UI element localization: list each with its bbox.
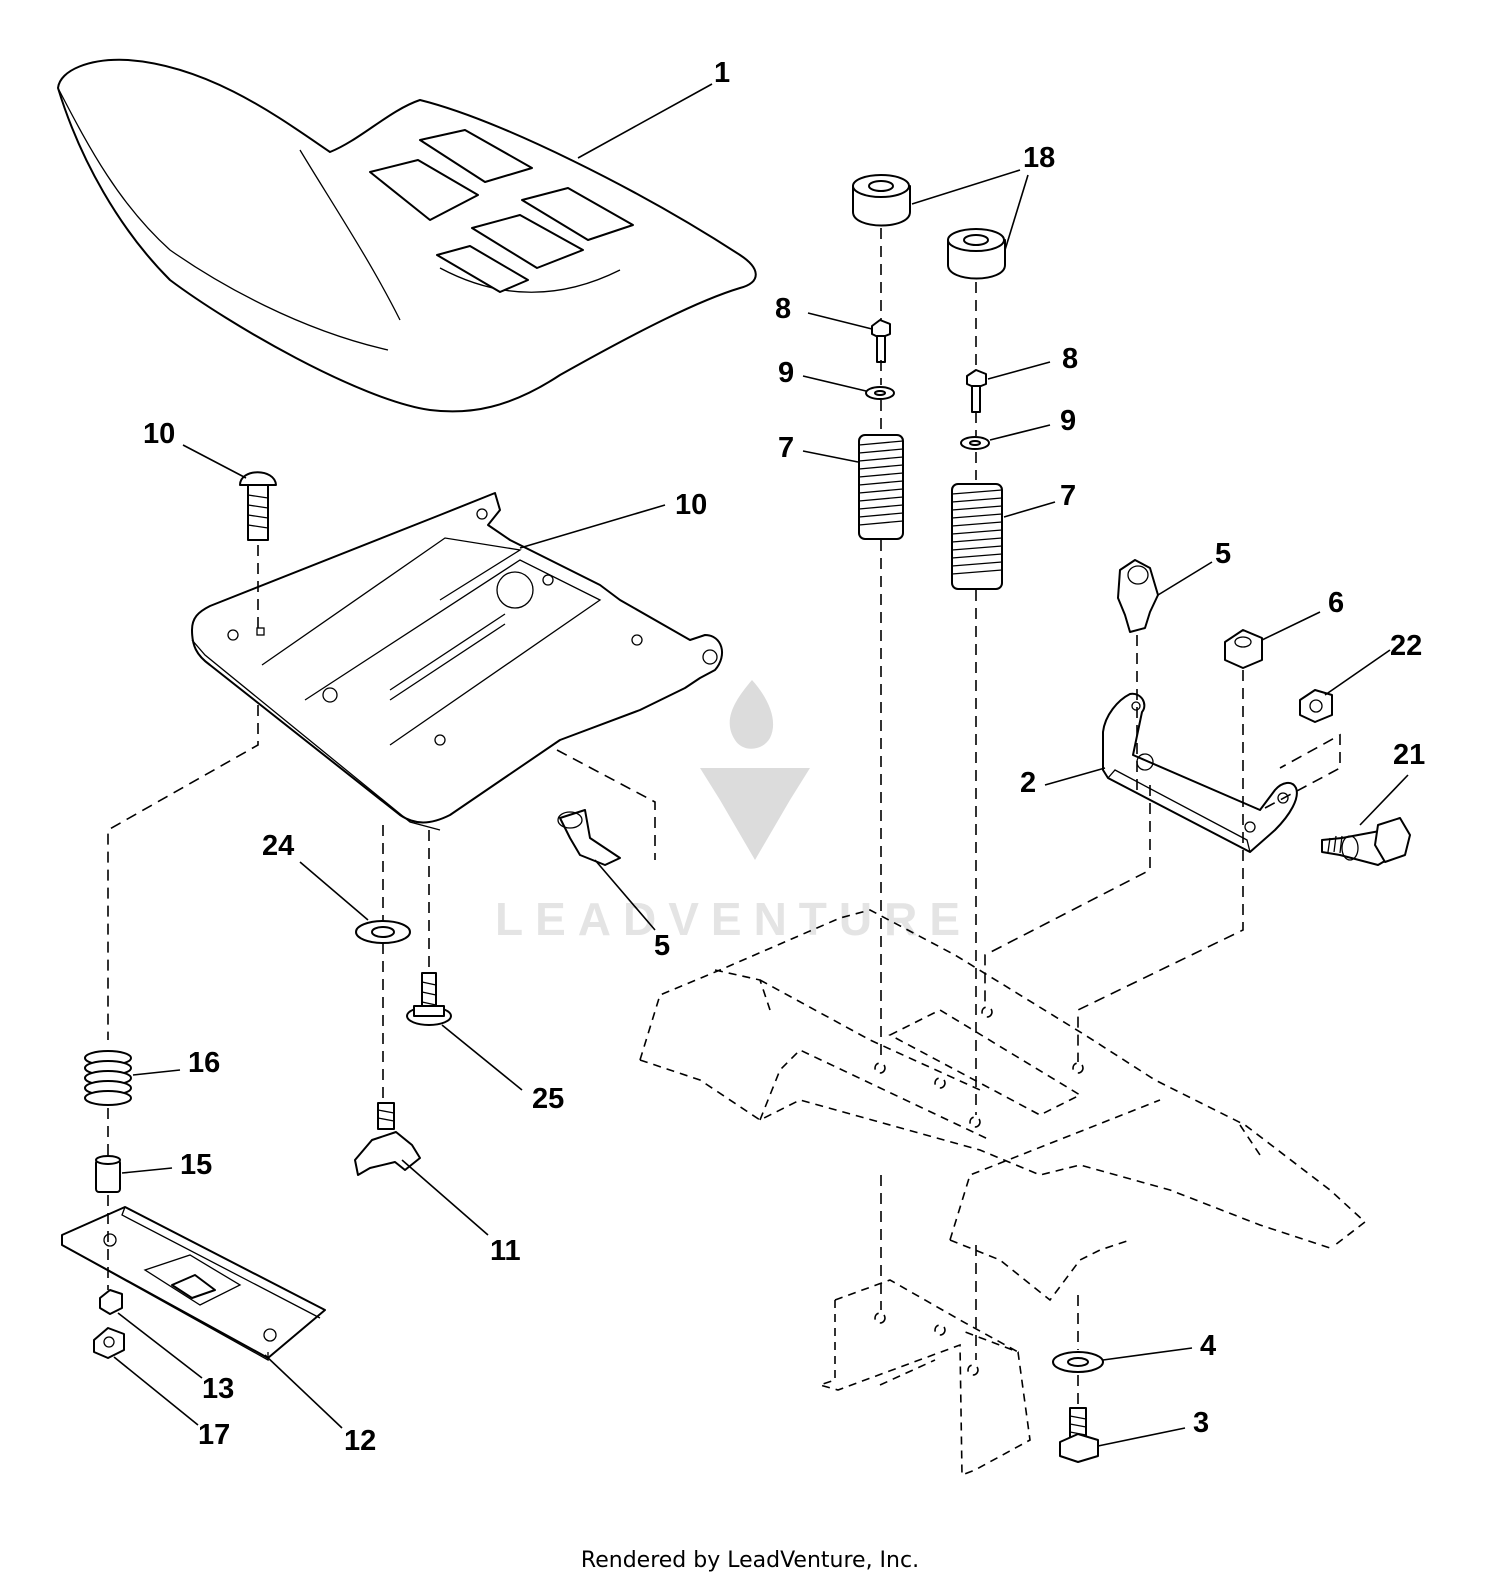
nut-17: 17 <box>93 1327 230 1451</box>
watermark-logo: LEADVENTURE <box>495 680 972 945</box>
assembly-lines <box>107 228 1341 1405</box>
bolt-25: 25 <box>406 972 564 1115</box>
carriage-bolt-14: 10 <box>143 418 277 541</box>
callout-3: 3 <box>1193 1407 1209 1439</box>
callout-21: 21 <box>1393 739 1425 771</box>
callout-11: 11 <box>490 1235 521 1267</box>
bolt-3: 3 <box>1059 1407 1209 1463</box>
bolt-21: 21 <box>1321 739 1425 866</box>
callout-13: 13 <box>202 1373 234 1405</box>
callout-25: 25 <box>532 1083 564 1115</box>
knob-11: 11 <box>354 1102 521 1267</box>
tractor-frame-outline <box>639 909 1367 1302</box>
callout-22: 22 <box>1390 630 1422 662</box>
washer-24: 24 <box>262 830 411 944</box>
washer-9-right: 9 <box>960 405 1076 450</box>
bracket-2: 2 <box>1020 692 1298 853</box>
seat-pan-part: 10 <box>191 489 724 831</box>
clip-5-left: 5 <box>557 809 670 962</box>
callout-7-left: 7 <box>778 432 794 464</box>
bushing-18-left <box>852 174 911 227</box>
nut-22: 22 <box>1299 630 1422 723</box>
nut-13: 13 <box>99 1289 234 1405</box>
callout-9-right: 9 <box>1060 405 1076 437</box>
callout-1: 1 <box>714 57 730 89</box>
spring-7-left: 7 <box>778 432 904 540</box>
callout-12: 12 <box>344 1425 376 1457</box>
callout-4: 4 <box>1200 1330 1216 1362</box>
nut-6: 6 <box>1224 587 1344 669</box>
seat-part: 1 <box>57 57 757 413</box>
bushing-18-right <box>947 228 1006 280</box>
callout-7-right: 7 <box>1060 480 1076 512</box>
bolt-8-left: 8 <box>775 293 891 363</box>
callout-8-right: 8 <box>1062 343 1078 375</box>
callout-18: 18 <box>1023 142 1055 174</box>
bolt-8-right: 8 <box>966 343 1078 413</box>
callout-2: 2 <box>1020 767 1036 799</box>
spring-16: 16 <box>84 1047 220 1106</box>
callout-17: 17 <box>198 1419 230 1451</box>
callout-8-left: 8 <box>775 293 791 325</box>
callout-15: 15 <box>180 1149 212 1181</box>
callout-10: 10 <box>675 489 707 521</box>
bracket-12: 12 <box>61 1206 376 1457</box>
callout-16: 16 <box>188 1047 220 1079</box>
clip-5-right: 5 <box>1117 538 1231 633</box>
callout-14: 10 <box>143 418 175 450</box>
callout-9-left: 9 <box>778 357 794 389</box>
washer-4: 4 <box>1052 1330 1216 1373</box>
mount-bracket-outline <box>817 1279 1031 1477</box>
footer-credit: Rendered by LeadVenture, Inc. <box>580 1548 920 1573</box>
spring-7-right: 7 <box>951 480 1076 590</box>
callout-24: 24 <box>262 830 294 862</box>
callout-5-right: 5 <box>1215 538 1231 570</box>
watermark-text: LEADVENTURE <box>495 893 972 945</box>
spacer-15: 15 <box>95 1149 212 1193</box>
callout-6: 6 <box>1328 587 1344 619</box>
callout-5-left: 5 <box>654 930 670 962</box>
washer-9-left: 9 <box>778 357 895 400</box>
